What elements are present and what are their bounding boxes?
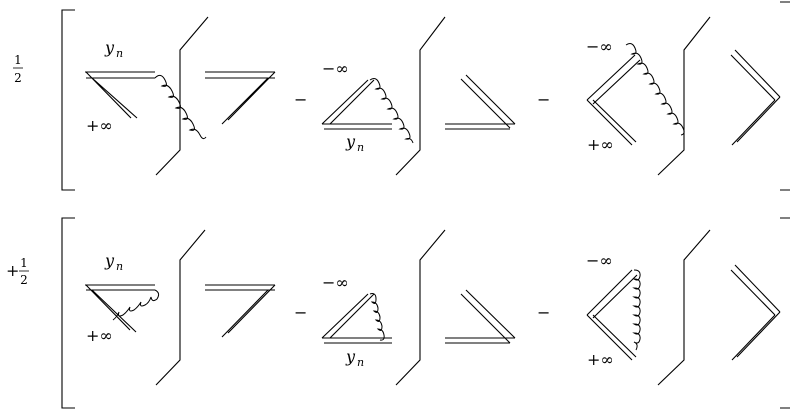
row-1-left-bracket xyxy=(61,9,75,191)
gluon-1 xyxy=(154,74,207,140)
diagram-3-label-top: −∞ xyxy=(586,37,613,56)
row-2-right-bracket xyxy=(780,217,790,409)
row-1: 1 2 y n +∞ − −∞ y n xyxy=(13,1,790,191)
row-1-fraction-numerator: 1 xyxy=(14,53,22,67)
diagram-1-label-bottom: +∞ xyxy=(86,116,113,135)
wilson-line-diagonal-right xyxy=(221,284,276,338)
diagram-6-label-top: −∞ xyxy=(586,251,613,270)
diagram-4-label-top: y xyxy=(104,251,115,270)
wilson-line-bottom-right xyxy=(445,337,515,344)
diagram-4-label-top-sub: n xyxy=(116,260,123,273)
diagram-2-label-bottom: y xyxy=(345,132,356,151)
wilson-line-diagonal-right xyxy=(460,289,516,344)
wilson-line-diagonal-upper-right xyxy=(730,264,781,316)
wilson-line-diagonal-lower-right xyxy=(731,311,781,361)
wilson-line-diagonal-left xyxy=(321,79,375,125)
diagram-2-label-top: −∞ xyxy=(322,59,349,78)
wilson-line-diagonal-lower-left xyxy=(586,99,637,146)
cut-line-2 xyxy=(395,16,446,176)
row-2-sign-prefix: + xyxy=(6,261,19,280)
cut-line-5 xyxy=(395,229,446,386)
diagram-1-label-top: y xyxy=(104,38,115,57)
row-2: + 1 2 y n +∞ − −∞ y n xyxy=(6,217,790,409)
row-2-sign-2: − xyxy=(537,303,550,322)
diagram-1-label-top-sub: n xyxy=(116,47,123,60)
row-1-diagram-1: y n +∞ xyxy=(85,16,276,176)
row-1-right-bracket xyxy=(780,1,790,191)
wilson-line-bottom-left xyxy=(322,337,392,344)
gluon-2 xyxy=(369,78,414,144)
wilson-line-bottom-left xyxy=(322,123,392,130)
gluon-6 xyxy=(632,269,641,351)
row-1-sign-2: − xyxy=(537,90,550,109)
row-2-fraction-denominator: 2 xyxy=(20,273,28,287)
wilson-line-diagonal-right xyxy=(460,74,516,129)
row-2-diagram-1: y n +∞ xyxy=(85,229,276,386)
row-2-left-bracket xyxy=(61,217,75,409)
gluon-3 xyxy=(625,43,685,136)
wilson-line-top-left xyxy=(85,71,155,79)
gluon-5 xyxy=(369,293,385,341)
row-1-sign-1: − xyxy=(294,90,307,109)
wilson-line-diagonal-lower-left xyxy=(586,314,637,361)
wilson-line-diagonal-left xyxy=(321,293,375,339)
diagram-5-label-bottom: y xyxy=(345,347,356,366)
row-2-fraction-numerator: 1 xyxy=(20,256,28,270)
diagram-5-label-top: −∞ xyxy=(322,273,349,292)
cut-line-4 xyxy=(155,229,206,386)
cut-line-1 xyxy=(155,16,209,176)
row-1-diagram-3: −∞ +∞ xyxy=(586,16,781,176)
wilson-line-diagonal-upper-left xyxy=(586,269,638,319)
wilson-line-diagonal-left xyxy=(85,284,137,333)
wilson-line-diagonal-upper-left xyxy=(586,54,641,105)
cut-line-6 xyxy=(657,229,711,386)
row-2-diagram-3: −∞ +∞ xyxy=(586,229,781,386)
wilson-line-top-right xyxy=(205,284,275,291)
row-1-diagram-2: −∞ y n xyxy=(321,16,516,176)
diagram-6-label-bottom: +∞ xyxy=(587,350,614,369)
row-1-fraction-denominator: 2 xyxy=(14,71,22,85)
row-2-diagram-2: −∞ y n xyxy=(321,229,516,386)
wilson-line-diagonal-left xyxy=(85,71,138,119)
wilson-line-top-left xyxy=(85,284,155,291)
diagram-4-label-bottom: +∞ xyxy=(86,326,113,345)
wilson-line-diagonal-upper-right xyxy=(730,49,781,101)
gluon-4 xyxy=(112,289,160,321)
wilson-line-diagonal-right xyxy=(221,71,276,125)
row-2-sign-1: − xyxy=(294,303,307,322)
wilson-line-diagonal-lower-right xyxy=(731,96,781,146)
diagram-2-label-bottom-sub: n xyxy=(357,141,364,154)
cut-line-3 xyxy=(657,16,711,176)
diagram-5-label-bottom-sub: n xyxy=(357,356,364,369)
wilson-line-top-right xyxy=(205,71,275,79)
wilson-line-bottom-right xyxy=(445,123,515,130)
diagram-3-label-bottom: +∞ xyxy=(587,135,614,154)
